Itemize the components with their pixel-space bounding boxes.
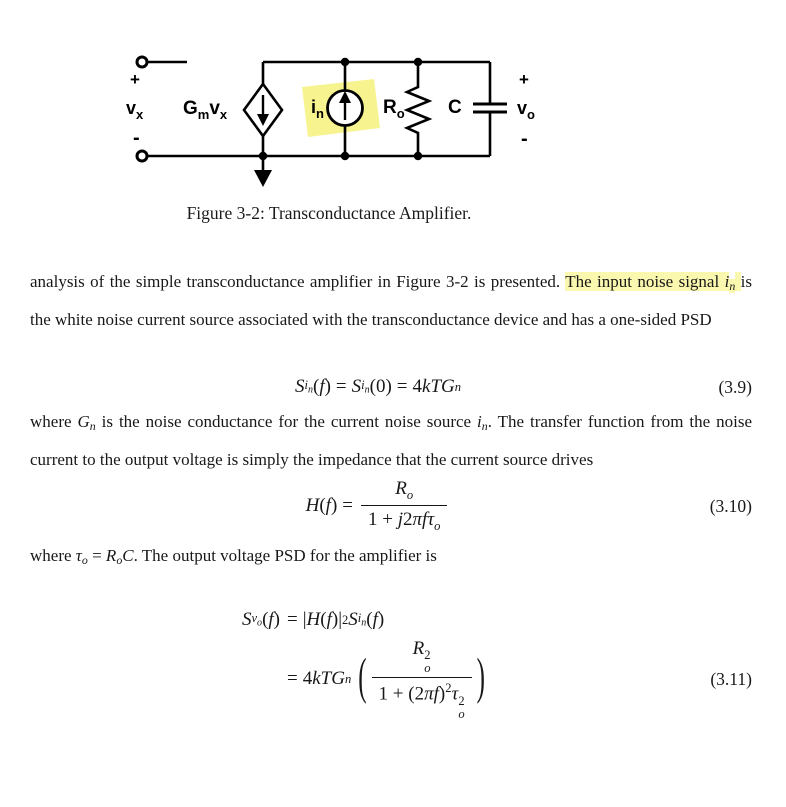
equation-number: (3.11) [710, 668, 752, 689]
text-segment: . The transfer function from the noise c… [30, 411, 753, 469]
paragraph-1: analysis of the simple transconductance … [30, 265, 752, 337]
junction-dot [413, 151, 423, 161]
text-segment: n [729, 278, 736, 293]
noise-source-arrow-head [339, 91, 351, 103]
text-segment: i [477, 411, 482, 431]
vo-label: vo [517, 98, 535, 122]
diamond-arrow-head [257, 114, 269, 126]
right-paren: ) [476, 649, 485, 705]
text-segment: R [105, 545, 117, 565]
capacitor-label: C [448, 97, 462, 118]
text-segment: is the noise conductance for the current… [95, 411, 478, 431]
text-segment [735, 272, 741, 291]
wires [148, 60, 507, 172]
input-minus-label: - [133, 127, 140, 149]
equation-number: (3.9) [718, 376, 752, 397]
ground-arrow-head [254, 170, 272, 187]
text-segment: i [724, 272, 730, 291]
junction-dot [413, 57, 423, 67]
resistor-zigzag [403, 62, 433, 156]
text-segment: analysis of the simple transconductance … [30, 272, 566, 291]
output-minus-label: - [521, 128, 528, 150]
text-segment: where [30, 545, 76, 565]
ro-label: Ro [383, 97, 405, 121]
junction-dot [258, 151, 268, 161]
junction-dot [340, 151, 350, 161]
text-segment: = [87, 545, 106, 565]
text-segment: is the white noise current source associ… [30, 272, 752, 329]
text-segment: τ [75, 545, 82, 565]
text-segment: where [30, 411, 78, 431]
figure-caption: Figure 3-2: Transconductance Amplifier. [186, 203, 472, 223]
in-label: in [311, 97, 324, 121]
circuit-figure: + vx - Gmvx in Ro C + vo - [126, 55, 535, 187]
text-segment: The input noise signal [565, 272, 725, 291]
left-paren: ( [358, 649, 367, 705]
vx-label: vx [126, 98, 144, 122]
text-segment: o [116, 552, 123, 567]
input-terminal-bottom [135, 149, 149, 163]
input-terminal-top [135, 55, 149, 69]
text-segment: . The output voltage PSD for the amplifi… [133, 545, 437, 565]
text-segment: C [122, 545, 134, 565]
text-segment: n [89, 418, 96, 433]
text-segment: n [481, 418, 488, 433]
text-column: analysis of the simple transconductance … [30, 265, 752, 721]
paragraph-3: where τo = RoC. The output voltage PSD f… [30, 539, 752, 577]
gmvx-label: Gmvx [183, 98, 228, 122]
junction-dot [340, 57, 350, 67]
text-segment: o [81, 552, 88, 567]
output-plus-label: + [519, 70, 529, 89]
text-segment: G [77, 411, 90, 431]
paragraph-2: where Gn is the noise conductance for th… [30, 405, 752, 477]
equation-number: (3.10) [709, 495, 752, 516]
input-plus-label: + [130, 70, 140, 89]
